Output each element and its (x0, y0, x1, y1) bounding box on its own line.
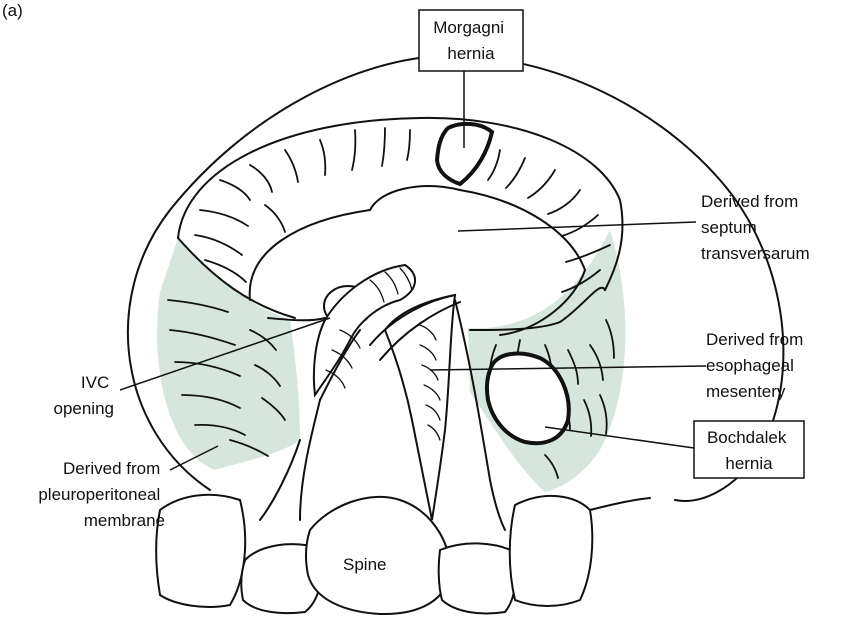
septum-label-line2: septum (701, 218, 757, 237)
pleuro-label-line1: Derived from (63, 459, 160, 478)
pleuroperitoneal-region-left (157, 238, 300, 470)
esophageal-label-line1: Derived from (706, 330, 803, 349)
muscle-right-inner (439, 543, 516, 613)
septum-label: Derived from septum transversarum (701, 192, 810, 263)
esophageal-label-line2: esophageal (706, 356, 794, 375)
septum-band-outer (178, 118, 622, 290)
right-crus (385, 295, 455, 520)
spine-label: Spine (343, 555, 386, 574)
muscle-right-outer (510, 496, 593, 606)
bochdalek-label-line1: Bochdalek (707, 428, 787, 447)
morgagni-label-line1: Morgagni (433, 18, 504, 37)
ivc-label: IVC opening (53, 373, 114, 418)
ivc-label-line2: opening (53, 399, 114, 418)
pleuro-label-line3: membrane (84, 511, 165, 530)
esophageal-label-line3: mesentery (706, 382, 786, 401)
pleuro-label-line2: pleuroperitoneal (38, 485, 160, 504)
figure-letter: (a) (2, 1, 23, 20)
pleuro-label: Derived from pleuroperitoneal membrane (38, 459, 165, 530)
septum-label-line3: transversarum (701, 244, 810, 263)
muscle-left-outer (156, 495, 245, 607)
bochdalek-label-line2: hernia (725, 454, 773, 473)
esophageal-label: Derived from esophageal mesentery (706, 330, 808, 401)
septum-label-line1: Derived from (701, 192, 798, 211)
rim-base-right (590, 498, 650, 510)
morgagni-label-line2: hernia (447, 44, 495, 63)
ivc-label-line1: IVC (81, 373, 109, 392)
